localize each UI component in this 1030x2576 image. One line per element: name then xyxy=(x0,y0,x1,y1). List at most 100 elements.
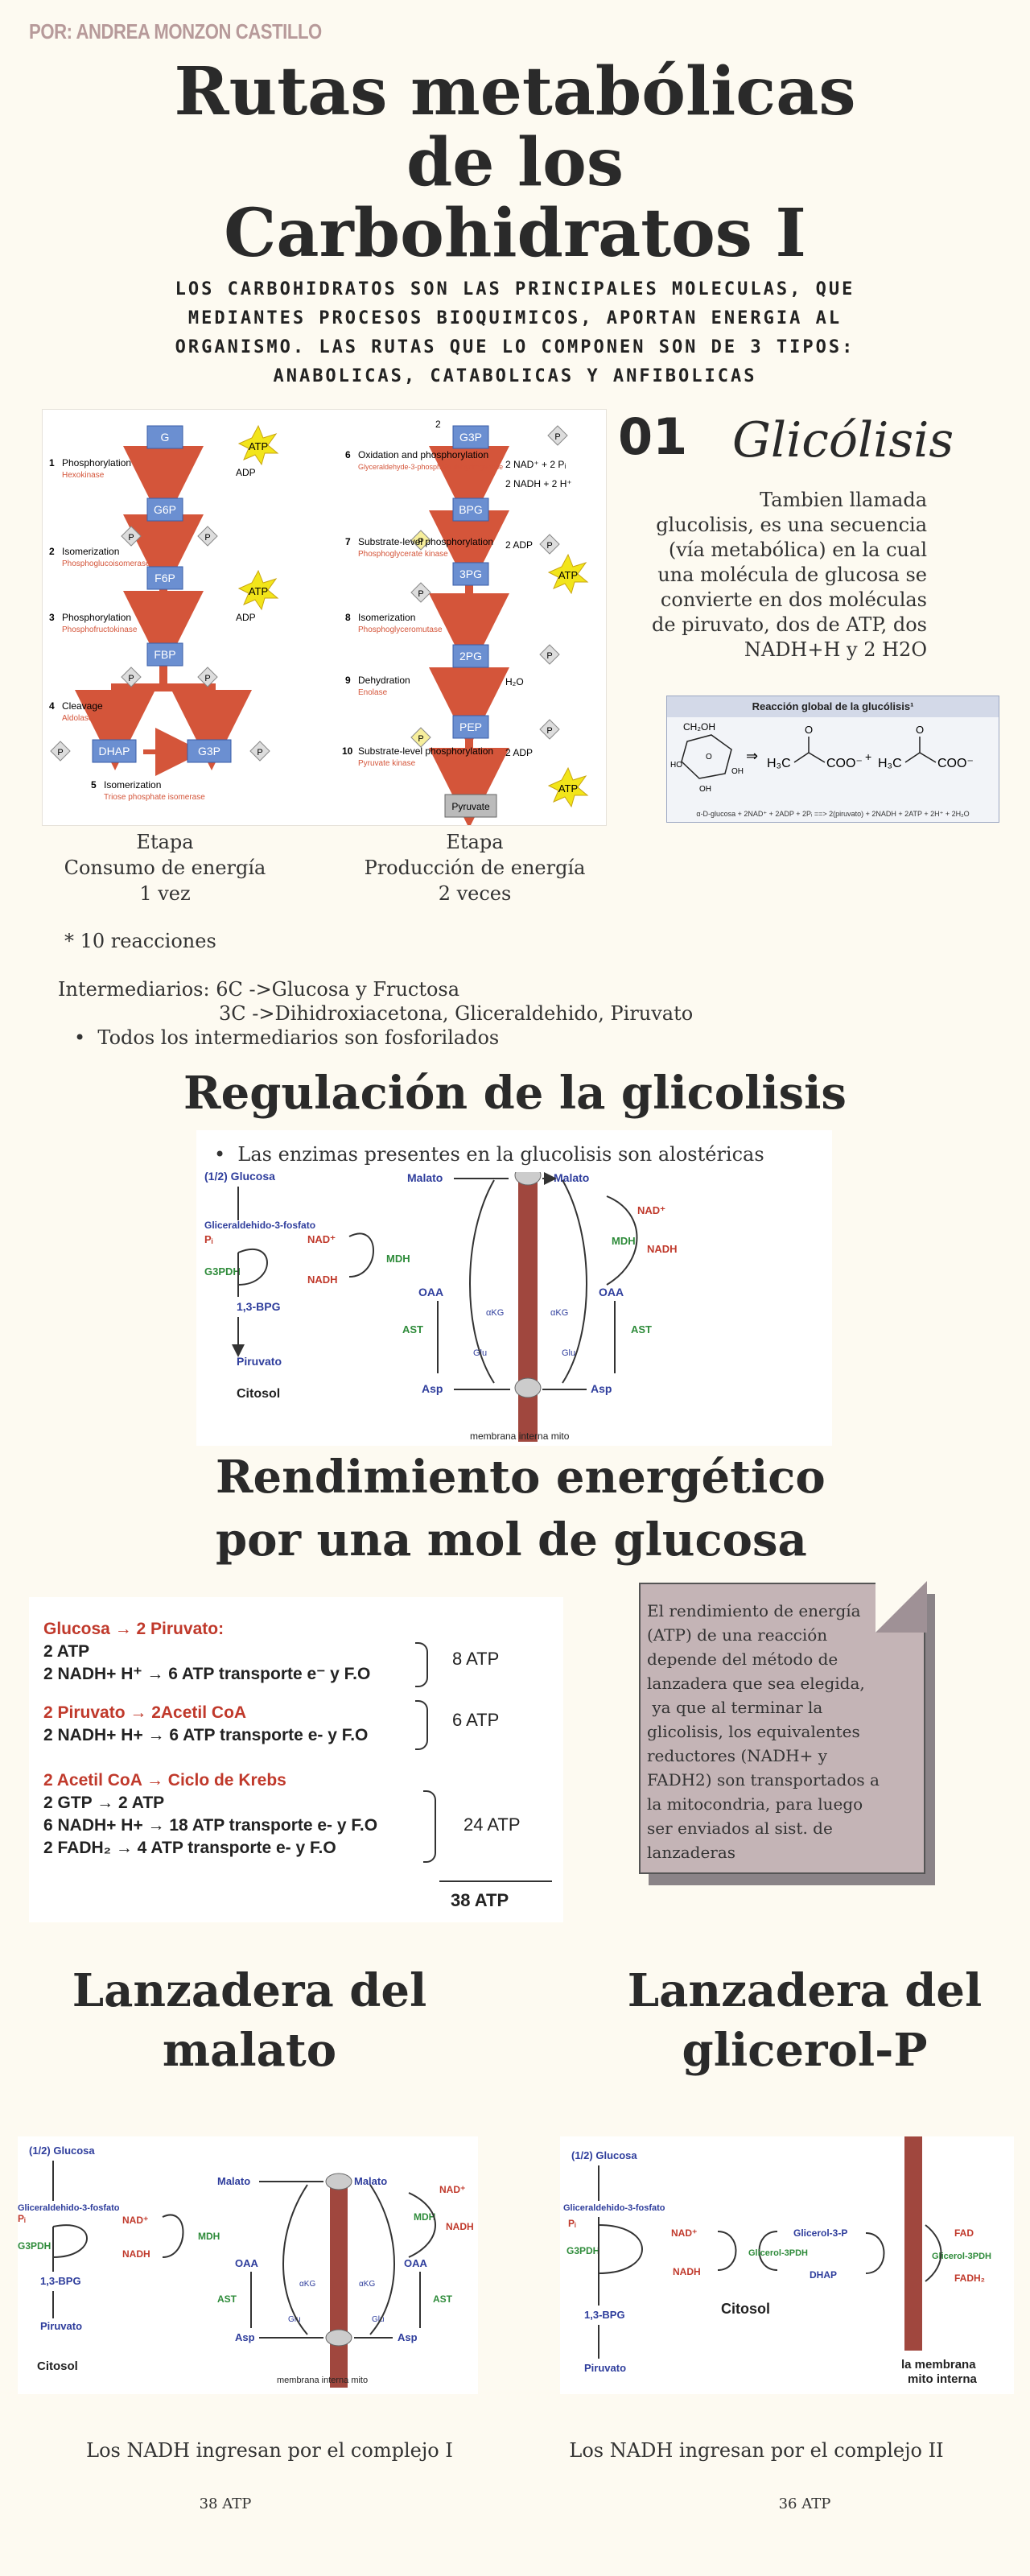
svg-text:FAD: FAD xyxy=(954,2227,974,2239)
svg-text:Malato: Malato xyxy=(217,2175,250,2187)
total-divider xyxy=(439,1880,552,1882)
svg-text:7: 7 xyxy=(345,536,351,547)
intermediates-6c: Intermediarios: 6C ->Glucosa y Fructosa xyxy=(58,978,460,1001)
svg-text:MDH: MDH xyxy=(414,2211,435,2223)
glycolysis-diagram: G G6P F6P FBP DHAP G3P ATP ADP ATP ADP P… xyxy=(42,409,607,828)
svg-text:BPG: BPG xyxy=(459,503,483,516)
svg-text:G3P: G3P xyxy=(459,431,482,444)
subtitle-line: LOS CARBOHIDRATOS SON LAS PRINCIPALES MO… xyxy=(175,279,855,299)
svg-text:O: O xyxy=(805,724,813,736)
yield-grand-total: 38 ATP xyxy=(451,1890,509,1910)
svg-text:Triose phosphate isomerase: Triose phosphate isomerase xyxy=(104,793,205,802)
reaction-equation: α-D-glucosa + 2NAD⁺ + 2ADP + 2Pᵢ ==> 2(p… xyxy=(696,810,970,818)
svg-text:4: 4 xyxy=(49,700,55,712)
svg-text:P: P xyxy=(204,674,210,683)
svg-text:Phosphoglyceromutase: Phosphoglyceromutase xyxy=(358,625,443,634)
svg-text:OAA: OAA xyxy=(599,1286,624,1298)
svg-text:+: + xyxy=(865,750,871,763)
svg-text:Pyruvate kinase: Pyruvate kinase xyxy=(358,759,416,768)
yield-title: Rendimiento energético por una mol de gl… xyxy=(216,1451,826,1567)
svg-text:MDH: MDH xyxy=(386,1253,410,1265)
adp-label: ADP xyxy=(236,612,256,623)
malate-atp: 38 ATP xyxy=(199,2496,252,2512)
svg-text:OAA: OAA xyxy=(404,2257,428,2269)
svg-text:Gliceraldehido-3-fosfato: Gliceraldehido-3-fosfato xyxy=(204,1220,315,1231)
title-line-1: Rutas metabólicas xyxy=(174,53,856,130)
svg-text:P: P xyxy=(128,674,134,683)
svg-text:DHAP: DHAP xyxy=(810,2269,837,2281)
glycerol-caption: Los NADH ingresan por el complejo II xyxy=(569,2439,944,2462)
subtitle-line: MEDIANTES PROCESOS BIOQUIMICOS, APORTAN … xyxy=(187,308,843,328)
glycerol-atp: 36 ATP xyxy=(778,2496,831,2512)
svg-text:αKG: αKG xyxy=(550,1308,568,1318)
reaction-card-title: Reacción global de la glucólisis¹ xyxy=(667,696,999,717)
yield-block-2: 2 Piruvato → 2Acetil CoA 2 NADH+ H+ → 6 … xyxy=(43,1703,369,1744)
svg-text:NAD⁺: NAD⁺ xyxy=(439,2184,465,2195)
glycerol-diagram: (1/2) Glucosa Gliceraldehido-3-fosfato P… xyxy=(560,2136,1014,2394)
svg-text:NADH: NADH xyxy=(122,2248,150,2260)
svg-text:COO⁻: COO⁻ xyxy=(937,757,974,770)
svg-text:NADH: NADH xyxy=(647,1243,678,1255)
svg-text:1: 1 xyxy=(49,457,55,469)
glycolysis-svg: G G6P F6P FBP DHAP G3P ATP ADP ATP ADP P… xyxy=(49,419,589,828)
title-line-3: Carbohidratos I xyxy=(224,195,806,272)
page-title: Rutas metabólicas de los Carbohidratos I xyxy=(0,56,1030,269)
svg-text:2 NADH + 2 H⁺: 2 NADH + 2 H⁺ xyxy=(505,478,572,489)
svg-text:Citosol: Citosol xyxy=(37,2359,78,2373)
bullet-phosphorylated: • Todos los intermediarios son fosforila… xyxy=(74,1026,499,1049)
svg-text:1,3-BPG: 1,3-BPG xyxy=(40,2275,81,2287)
svg-text:PEP: PEP xyxy=(459,720,482,733)
svg-text:Asp: Asp xyxy=(398,2331,418,2343)
bullet-text: Todos los intermediarios son fosforilado… xyxy=(97,1026,500,1049)
svg-text:Citosol: Citosol xyxy=(721,2301,770,2317)
adp-label: ADP xyxy=(236,467,256,478)
glycerol-title: Lanzadera del glicerol-P xyxy=(627,1964,983,2077)
svg-text:1,3-BPG: 1,3-BPG xyxy=(584,2309,625,2321)
svg-text:MDH: MDH xyxy=(198,2231,220,2242)
svg-text:(1/2) Glucosa: (1/2) Glucosa xyxy=(571,2149,637,2161)
svg-text:P: P xyxy=(546,651,552,661)
svg-text:P: P xyxy=(418,734,423,744)
svg-text:αKG: αKG xyxy=(299,2280,315,2289)
box-label: DHAP xyxy=(99,745,130,758)
svg-text:P: P xyxy=(418,589,423,599)
reactions-count: * 10 reacciones xyxy=(64,930,216,952)
svg-text:P: P xyxy=(554,432,560,442)
phase-label-line: Etapa xyxy=(136,831,194,853)
malate-title: Lanzadera del malato xyxy=(72,1964,427,2077)
subtitle: LOS CARBOHIDRATOS SON LAS PRINCIPALES MO… xyxy=(145,275,885,391)
box-label: G xyxy=(161,431,170,444)
yield-block-3: 2 Acetil CoA → Ciclo de Krebs 2 GTP → 2 … xyxy=(43,1771,378,1857)
svg-text:FADH₂: FADH₂ xyxy=(954,2273,985,2284)
regulation-bullet: • Las enzimas presentes en la glucolisis… xyxy=(214,1143,764,1166)
svg-text:Malato: Malato xyxy=(354,2175,387,2187)
svg-text:Gliceraldehido-3-fosfato: Gliceraldehido-3-fosfato xyxy=(563,2203,665,2213)
subtitle-line: ANABOLICAS, CATABOLICAS Y ANFIBOLICAS xyxy=(273,366,757,386)
svg-text:2: 2 xyxy=(49,546,55,557)
svg-text:αKG: αKG xyxy=(359,2280,375,2289)
svg-text:8: 8 xyxy=(345,612,351,623)
regulation-panel: • Las enzimas presentes en la glucolisis… xyxy=(196,1130,832,1446)
svg-text:H₃C: H₃C xyxy=(878,757,902,770)
svg-text:Glyceraldehyde-3-phosphate deh: Glyceraldehyde-3-phosphate dehydrogenase xyxy=(358,463,503,471)
svg-text:Piruvato: Piruvato xyxy=(237,1355,282,1368)
svg-text:Pᵢ: Pᵢ xyxy=(204,1233,213,1245)
svg-text:Phosphorylation: Phosphorylation xyxy=(62,457,131,469)
box-label: G3P xyxy=(198,745,220,758)
svg-text:Isomerization: Isomerization xyxy=(62,546,119,557)
svg-text:AST: AST xyxy=(433,2293,453,2305)
intermediates-3c: 3C ->Dihidroxiacetona, Gliceraldehido, P… xyxy=(219,1002,694,1025)
phase-label-line: Etapa xyxy=(446,831,504,853)
author-credit: POR: ANDREA MONZON CASTILLO xyxy=(29,19,322,43)
svg-text:2 NAD⁺ + 2 Pᵢ: 2 NAD⁺ + 2 Pᵢ xyxy=(505,459,566,470)
svg-text:Glicerol-3PDH: Glicerol-3PDH xyxy=(932,2252,991,2261)
yield-total-3: 24 ATP xyxy=(464,1814,521,1835)
svg-text:HO: HO xyxy=(670,761,682,770)
svg-text:2: 2 xyxy=(435,419,441,430)
svg-text:COO⁻: COO⁻ xyxy=(826,757,863,770)
yield-total-2: 6 ATP xyxy=(452,1710,500,1730)
svg-text:MDH: MDH xyxy=(612,1235,636,1247)
phase-label-line: 1 vez xyxy=(139,882,191,905)
box-label: F6P xyxy=(154,572,175,584)
svg-text:Glicerol-3PDH: Glicerol-3PDH xyxy=(748,2248,808,2258)
